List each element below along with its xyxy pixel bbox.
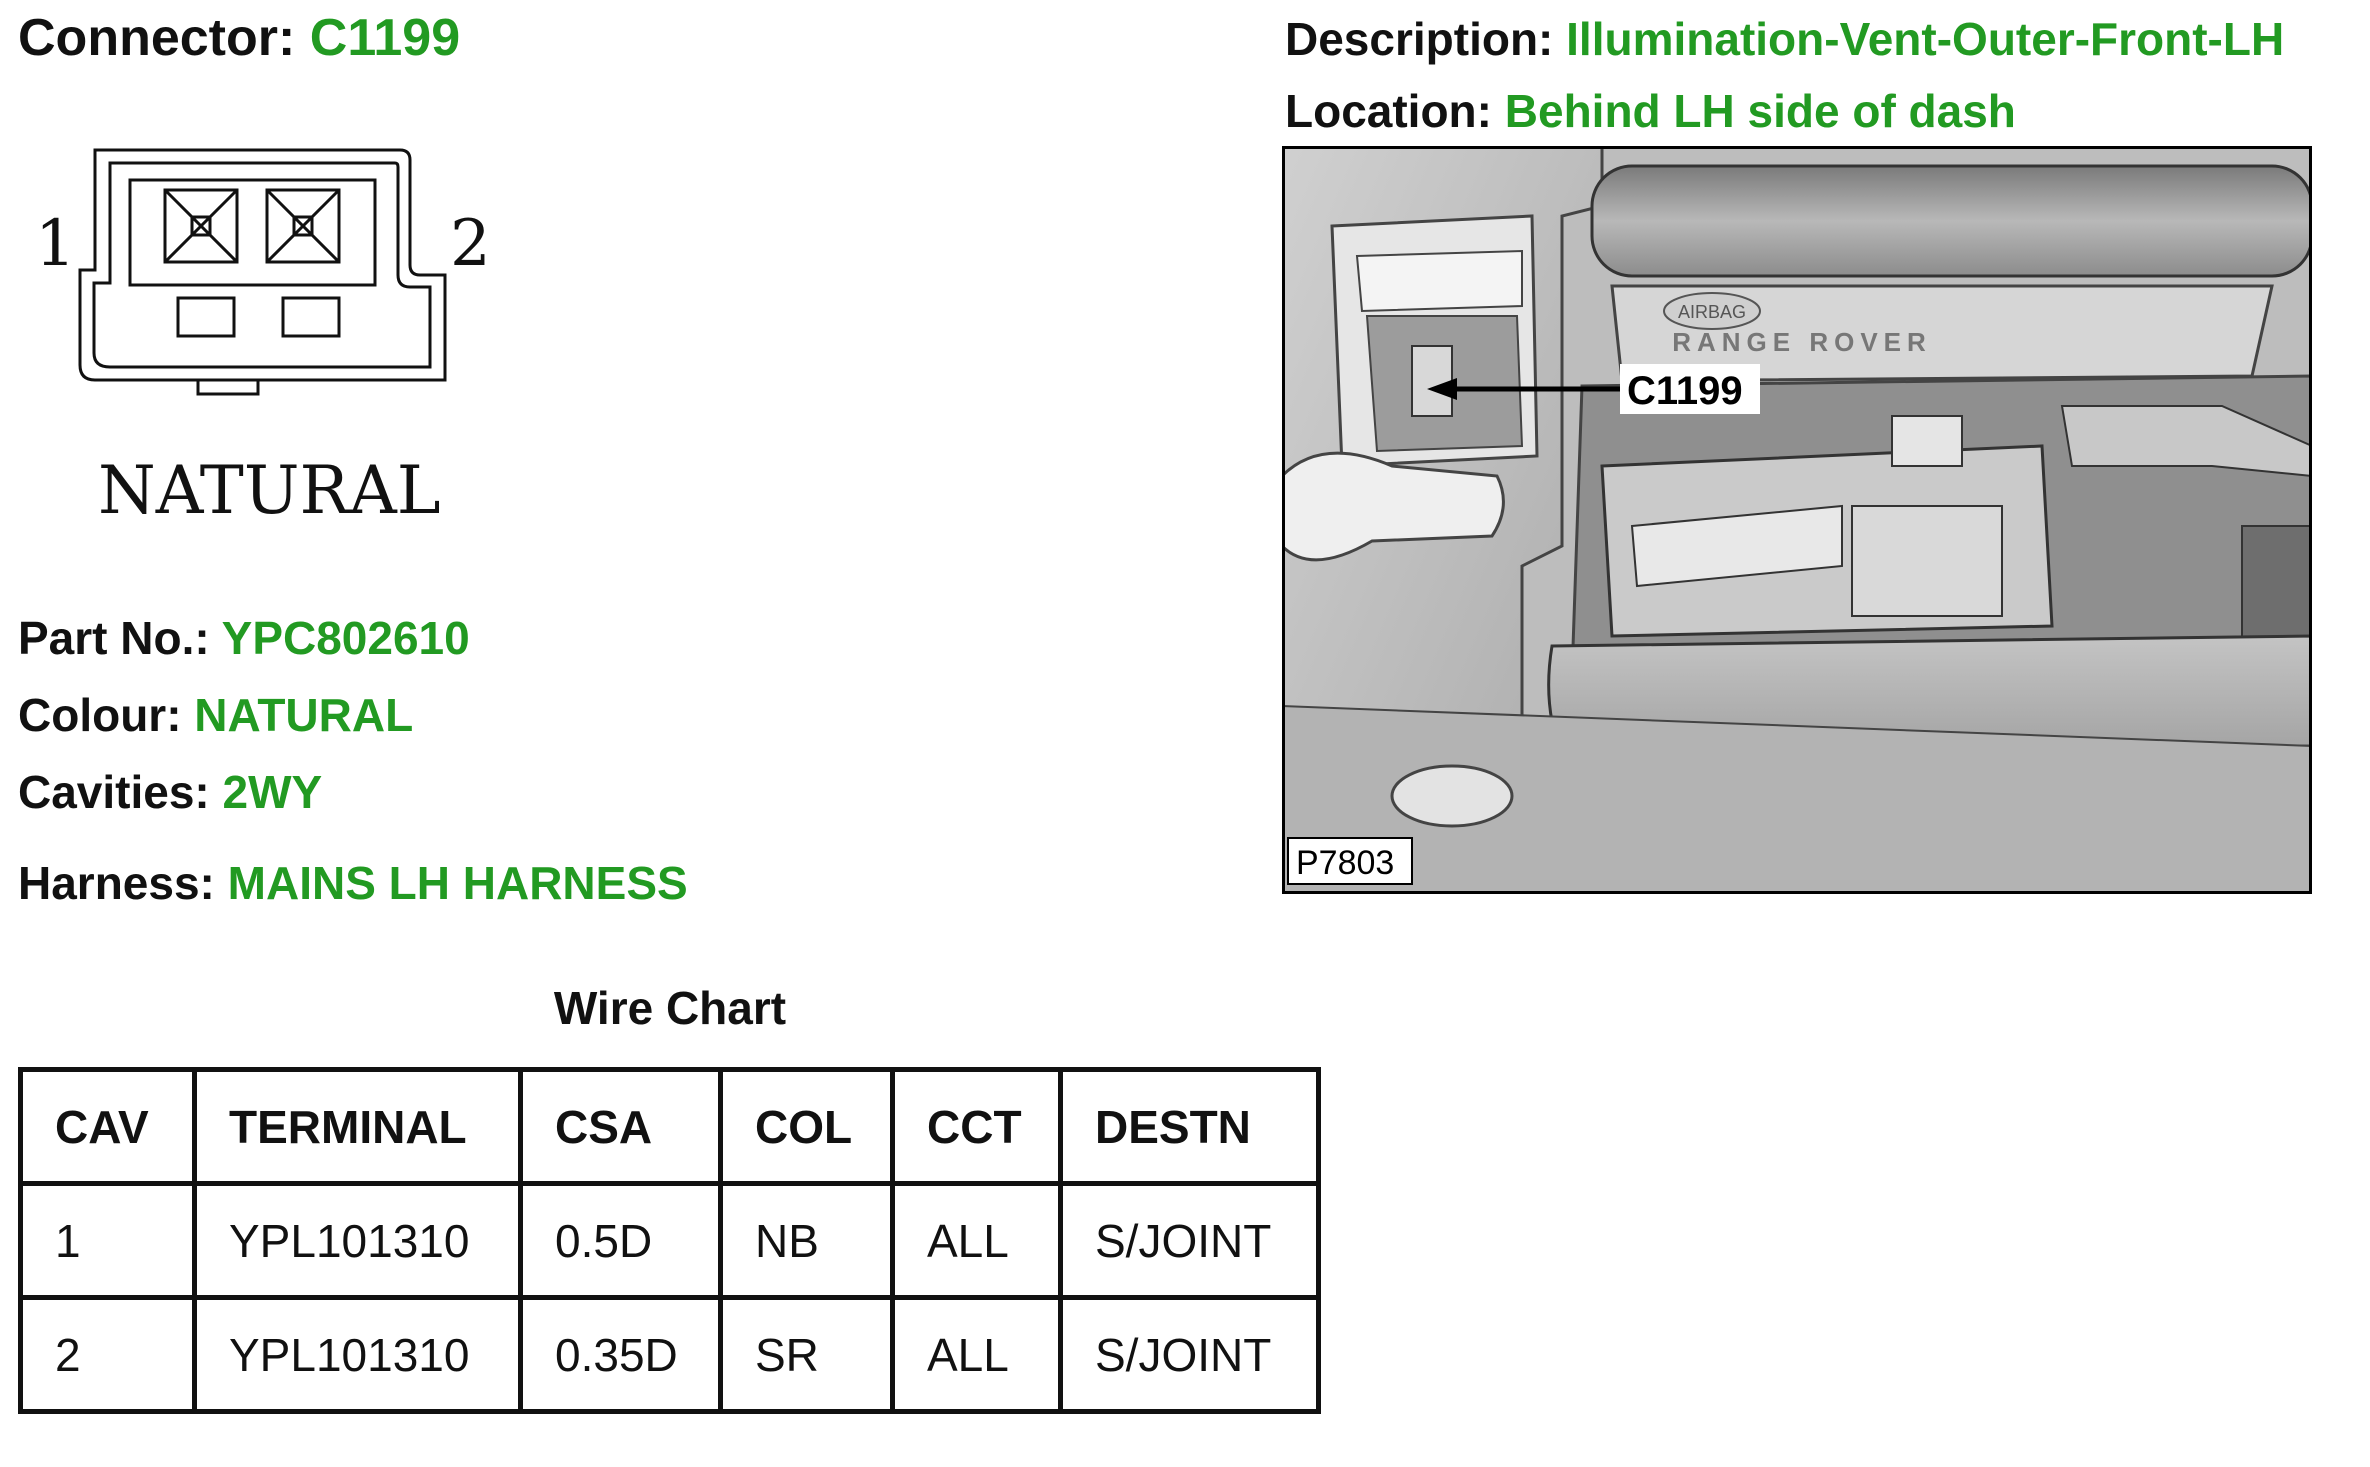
cell-cav: 1 xyxy=(18,1181,197,1300)
harness-field: Harness: MAINS LH HARNESS xyxy=(18,860,688,906)
connector-diagram: 1 2 NATURAL xyxy=(35,148,491,529)
callout-label: C1199 xyxy=(1627,369,1743,413)
table-header-row: CAV TERMINAL CSA COL CCT DESTN xyxy=(18,1067,1321,1186)
cell-csa: 0.35D xyxy=(518,1295,723,1414)
colour-field: Colour: NATURAL xyxy=(18,692,413,738)
connector-value: C1199 xyxy=(309,9,461,67)
column-header-cav: CAV xyxy=(18,1067,197,1186)
cavities-value: 2WY xyxy=(222,766,323,818)
airbag-badge-text: AIRBAG xyxy=(1678,302,1746,322)
cell-terminal: YPL101310 xyxy=(192,1181,523,1300)
harness-label: Harness: xyxy=(18,857,215,909)
part-number-field: Part No.: YPC802610 xyxy=(18,615,470,661)
connector-label: Connector: xyxy=(18,9,296,67)
pin-2-label: 2 xyxy=(450,207,491,281)
location-label: Location: xyxy=(1285,85,1492,137)
cell-col: NB xyxy=(718,1181,895,1300)
cell-cct: ALL xyxy=(890,1295,1063,1414)
location-value: Behind LH side of dash xyxy=(1504,85,2016,137)
connector-colour-text: NATURAL xyxy=(98,452,441,529)
cell-cav: 2 xyxy=(18,1295,197,1414)
cell-destn: S/JOINT xyxy=(1058,1295,1321,1414)
cavities-label: Cavities: xyxy=(18,766,210,818)
brand-text: RANGE ROVER xyxy=(1672,327,1932,357)
wire-chart-table: CAV TERMINAL CSA COL CCT DESTN 1 YPL1013… xyxy=(18,1067,1321,1414)
colour-value: NATURAL xyxy=(194,689,414,741)
harness-value: MAINS LH HARNESS xyxy=(227,857,688,909)
wire-chart-title: Wire Chart xyxy=(553,982,787,1034)
column-header-csa: CSA xyxy=(518,1067,723,1186)
location-field: Location: Behind LH side of dash xyxy=(1285,88,2016,134)
column-header-destn: DESTN xyxy=(1058,1067,1321,1186)
connector-field: Connector: C1199 xyxy=(18,12,460,64)
pin-1-label: 1 xyxy=(35,207,76,281)
part-number-label: Part No.: xyxy=(18,612,210,664)
column-header-terminal: TERMINAL xyxy=(192,1067,523,1186)
column-header-col: COL xyxy=(718,1067,895,1186)
colour-label: Colour: xyxy=(18,689,182,741)
location-photo: AIRBAG RANGE ROVER C1199 P7803 xyxy=(1282,146,2312,894)
table-row: 1 YPL101310 0.5D NB ALL S/JOINT xyxy=(18,1181,1321,1300)
description-value: Illumination-Vent-Outer-Front-LH xyxy=(1566,13,2285,65)
column-header-cct: CCT xyxy=(890,1067,1063,1186)
figure-id: P7803 xyxy=(1296,844,1394,882)
cavities-field: Cavities: 2WY xyxy=(18,769,322,815)
cell-col: SR xyxy=(718,1295,895,1414)
cell-terminal: YPL101310 xyxy=(192,1295,523,1414)
description-label: Description: xyxy=(1285,13,1554,65)
part-number-value: YPC802610 xyxy=(221,612,470,664)
table-row: 2 YPL101310 0.35D SR ALL S/JOINT xyxy=(18,1295,1321,1414)
cell-destn: S/JOINT xyxy=(1058,1181,1321,1300)
description-field: Description: Illumination-Vent-Outer-Fro… xyxy=(1285,16,2284,62)
cell-cct: ALL xyxy=(890,1181,1063,1300)
cell-csa: 0.5D xyxy=(518,1181,723,1300)
